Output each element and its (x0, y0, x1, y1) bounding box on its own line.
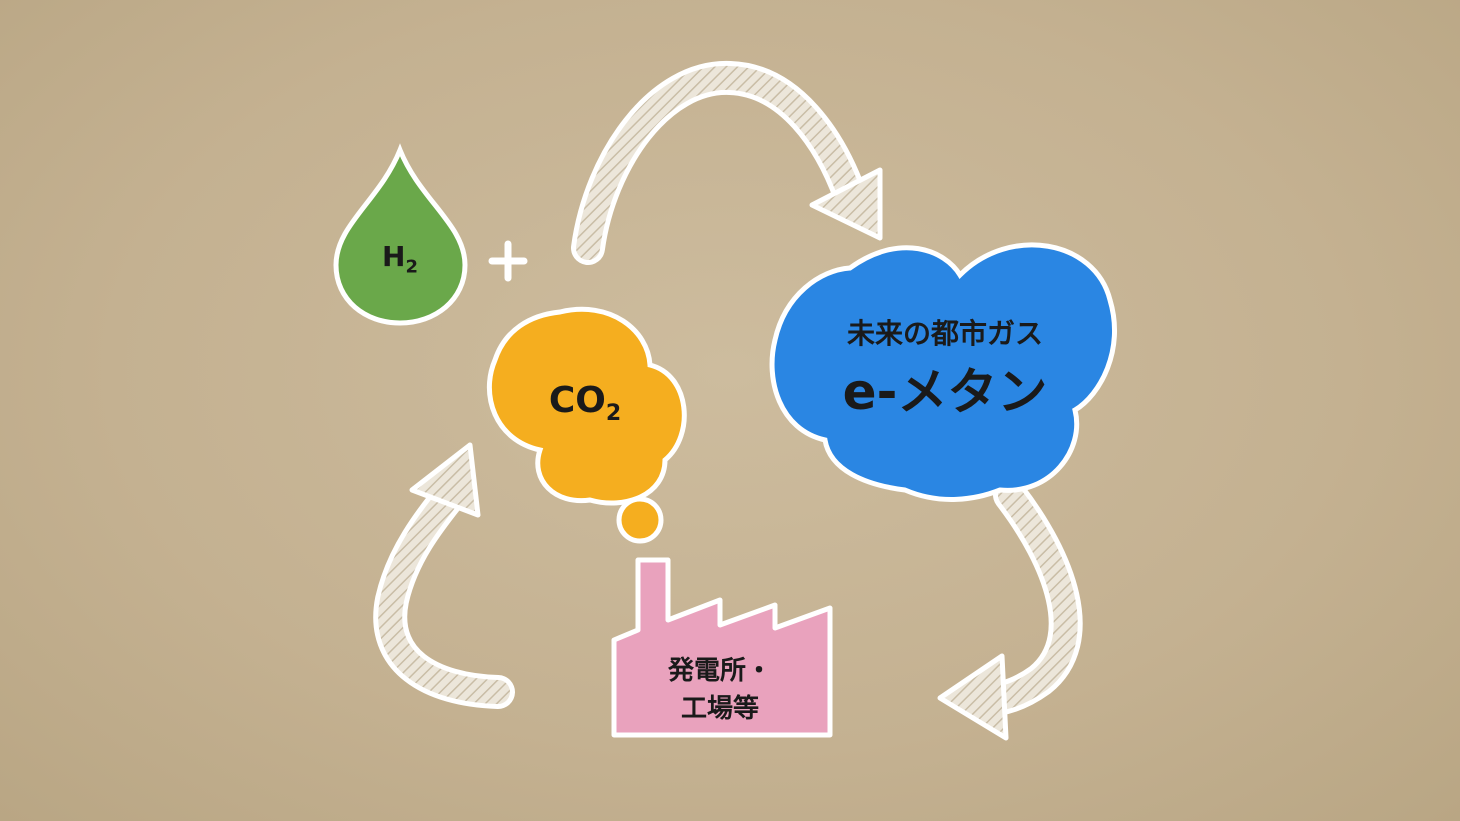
methane-subtitle: 未来の都市ガス (846, 317, 1043, 350)
factory-icon (611, 557, 833, 738)
hydrogen-subscript: 2 (405, 256, 418, 278)
co2-text: CO (548, 380, 606, 421)
methane-title: e-メタン (842, 363, 1048, 421)
hydrogen-label: H2 (365, 240, 435, 278)
arrow-right (937, 478, 1083, 741)
factory-label-line1: 発電所・ (667, 656, 772, 686)
arrow-left (373, 442, 515, 709)
co2-label: CO2 (530, 380, 640, 426)
co2-subscript: 2 (605, 401, 622, 427)
co2-cloud (486, 306, 687, 544)
hydrogen-drop (333, 143, 468, 326)
plus-icon (488, 240, 528, 282)
methane-cloud (769, 242, 1117, 502)
factory-label-line2: 工場等 (680, 694, 759, 724)
hydrogen-text: H (382, 240, 406, 273)
arrow-top (571, 60, 883, 265)
